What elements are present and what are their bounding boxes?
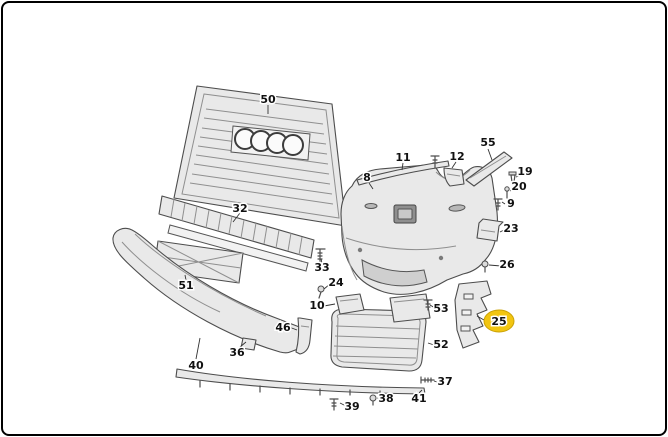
part-callout-36[interactable]: 36 <box>228 345 247 361</box>
screw-39-icon <box>329 398 339 411</box>
part-callout-55[interactable]: 55 <box>479 135 497 151</box>
screw-33-icon <box>315 248 326 263</box>
fog-light-grille-drawing <box>330 308 427 372</box>
part-callout-19[interactable]: 19 <box>516 164 534 180</box>
bracket-46-drawing <box>295 317 313 355</box>
part-callout-40[interactable]: 40 <box>187 358 206 374</box>
cover-plate-drawing <box>389 293 431 323</box>
bumper-cover-drawing <box>340 164 498 295</box>
part-callout-10[interactable]: 10 <box>308 298 327 314</box>
clip-19-icon <box>508 171 517 183</box>
lower-grille-strip-drawing <box>158 195 315 272</box>
part-callout-39[interactable]: 39 <box>343 399 361 415</box>
part-callout-12[interactable]: 12 <box>448 149 466 165</box>
side-bracket-25-drawing <box>454 280 492 349</box>
part-callout-38[interactable]: 38 <box>377 391 395 407</box>
washer-slot <box>448 204 466 212</box>
part-callout-24[interactable]: 24 <box>327 275 346 291</box>
center-opening-inner <box>397 208 413 220</box>
highlight-ellipse <box>483 309 515 333</box>
part-callout-33[interactable]: 33 <box>313 260 331 276</box>
part-callout-32[interactable]: 32 <box>231 201 249 217</box>
lower-air-opening <box>361 259 428 287</box>
bracket-36-drawing <box>240 337 257 351</box>
screw-9-icon <box>493 198 503 211</box>
rivet-38-icon <box>369 394 377 406</box>
part-callout-8[interactable]: 8 <box>362 170 373 186</box>
screw-20-icon <box>504 186 510 199</box>
part-callout-46[interactable]: 46 <box>274 320 293 336</box>
bracket-10-drawing <box>335 293 365 315</box>
part-callout-9[interactable]: 9 <box>506 196 517 212</box>
clip-24-icon <box>317 285 325 299</box>
sensor-hole <box>357 247 363 253</box>
leader-lines <box>184 105 520 407</box>
left-slot <box>364 203 378 209</box>
part-callout-52[interactable]: 52 <box>432 337 450 353</box>
part-callout-20[interactable]: 20 <box>510 179 529 195</box>
part-callout-25[interactable]: 25 <box>490 314 508 330</box>
sensor-hole <box>438 255 444 261</box>
part-callout-37[interactable]: 37 <box>436 374 454 390</box>
audi-rings-icon <box>234 128 304 156</box>
part-callout-41[interactable]: 41 <box>410 391 428 407</box>
part-callout-53[interactable]: 53 <box>432 301 450 317</box>
clip-26-icon <box>481 260 489 273</box>
grille-drawing <box>173 85 347 227</box>
part-callout-11[interactable]: 11 <box>394 150 412 166</box>
part-callout-51[interactable]: 51 <box>177 278 195 294</box>
screw-37-icon <box>420 376 435 384</box>
bracket-23-drawing <box>476 218 504 242</box>
screw-53-icon <box>423 299 433 311</box>
part-callout-26[interactable]: 26 <box>498 257 517 273</box>
lower-trim-strip-drawing <box>175 368 426 397</box>
part-callout-23[interactable]: 23 <box>502 221 520 237</box>
lower-rail <box>167 224 309 272</box>
mounting-bracket-12-drawing <box>430 155 465 187</box>
headlight-washer-cover-drawing <box>465 151 513 187</box>
upper-trim-strip-drawing <box>356 160 450 186</box>
part-callout-50[interactable]: 50 <box>259 92 278 108</box>
